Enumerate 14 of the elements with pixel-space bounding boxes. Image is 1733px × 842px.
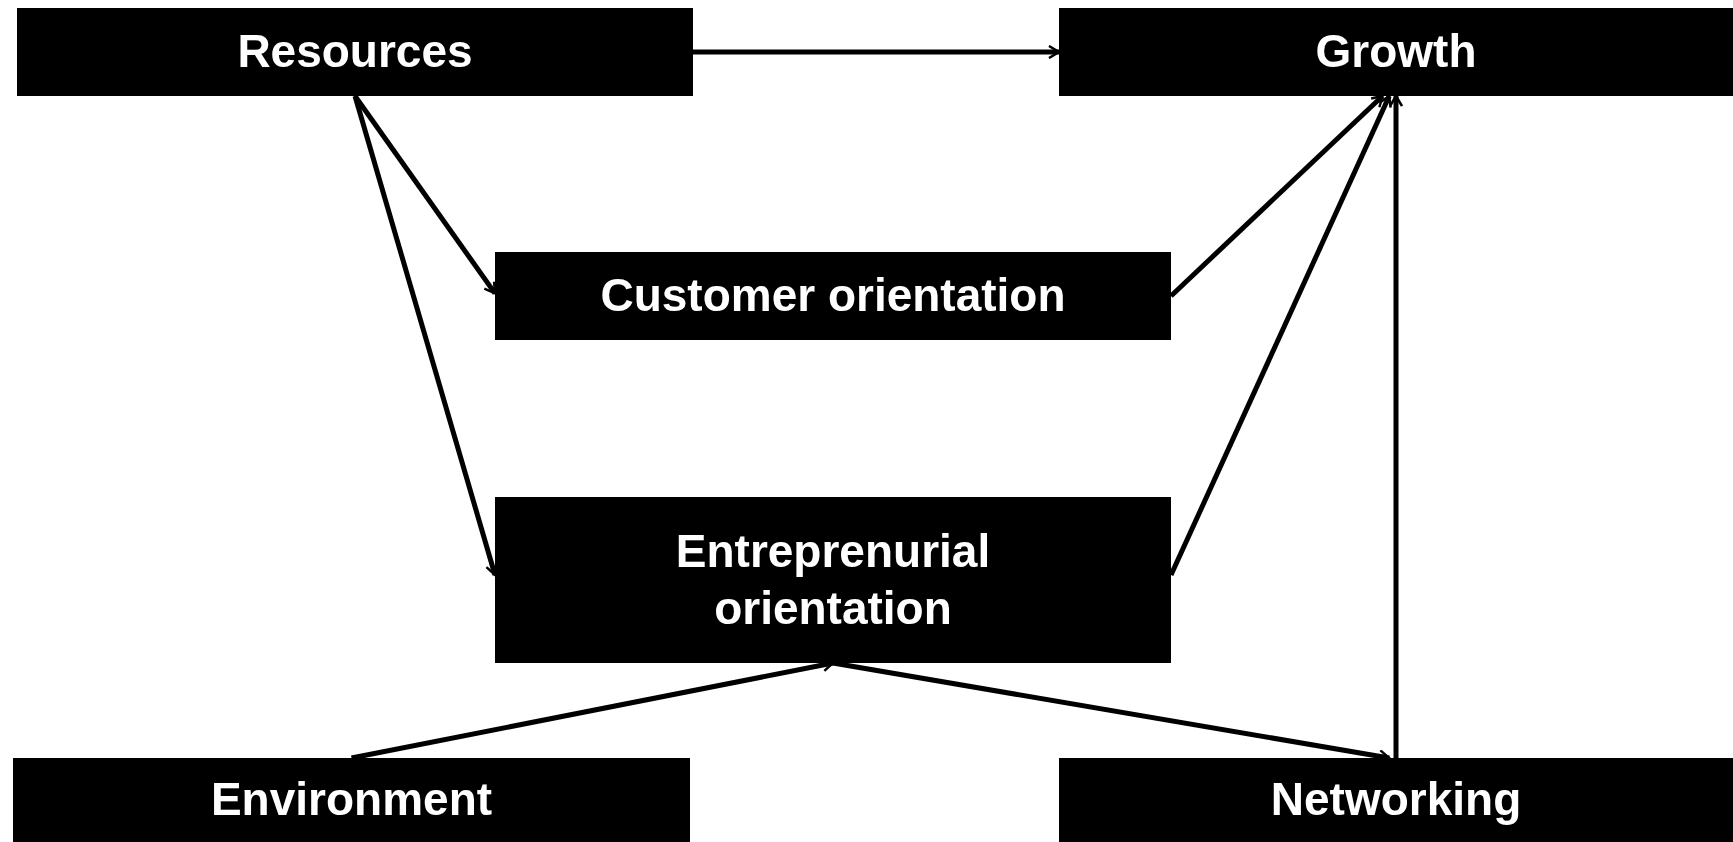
concept-label: Customer orientation [600, 268, 1066, 324]
arrow [693, 44, 1061, 60]
arrow [1388, 94, 1404, 758]
concept-label: Resources [237, 24, 473, 80]
concept-box [495, 252, 1171, 340]
concept-box [495, 497, 1171, 663]
concept-label: Entreprenurial orientation [674, 523, 992, 636]
concept-box [1059, 758, 1733, 842]
concept-box [13, 758, 690, 842]
concept-box [17, 8, 693, 96]
concept-label: Growth [1315, 24, 1477, 80]
concept-label: Networking [1270, 772, 1522, 828]
concept-label: Environment [210, 772, 493, 828]
concept-box [1059, 8, 1733, 96]
